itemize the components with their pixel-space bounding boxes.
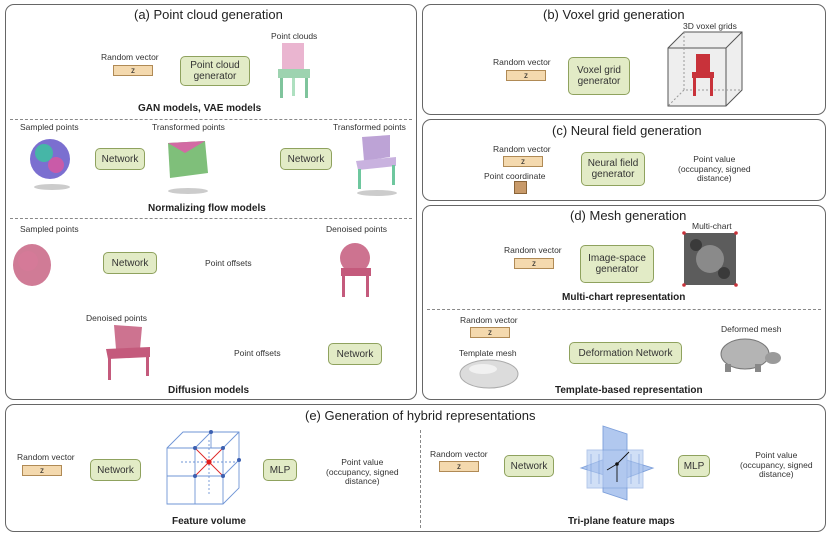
network-box: Network	[90, 459, 141, 481]
random-vector-label: Random vector	[493, 144, 551, 154]
sampled-points-blob-icon	[30, 139, 70, 190]
divider	[10, 218, 412, 219]
network-box: Network	[103, 252, 157, 274]
z-vector: z	[514, 258, 554, 269]
point-coordinate-swatch	[514, 181, 527, 194]
panel-a-title: (a) Point cloud generation	[134, 7, 283, 22]
z-vector: z	[506, 70, 546, 81]
point-value-label: Point value (occupancy, signed distance)	[740, 450, 813, 479]
multichart-caption: Multi-chart representation	[562, 292, 686, 303]
chair-flow-icon	[356, 135, 397, 196]
feature-volume-caption: Feature volume	[172, 516, 246, 527]
network-box: Network	[95, 148, 145, 170]
sampled-points-label: Sampled points	[20, 224, 79, 234]
partially-denoised-chair-icon	[340, 243, 371, 297]
triplane-feature-maps-icon	[579, 425, 655, 501]
voxel-grids-label: 3D voxel grids	[683, 21, 737, 31]
point-offsets-label: Point offsets	[232, 348, 283, 358]
z-vector: z	[113, 65, 153, 76]
random-vector-label: Random vector	[460, 315, 518, 325]
z-vector: z	[439, 461, 479, 472]
point-value-label: Point value (occupancy, signed distance)	[678, 154, 751, 183]
mlp-box: MLP	[678, 455, 710, 477]
triplane-caption: Tri-plane feature maps	[568, 516, 675, 527]
z-vector: z	[503, 156, 543, 167]
point-offsets-label: Point offsets	[203, 258, 254, 268]
voxel-cube-icon	[667, 31, 743, 107]
neural-field-generator-box: Neural field generator	[581, 152, 645, 186]
panel-point-cloud	[5, 4, 417, 400]
denoised-points-label: Denoised points	[86, 313, 147, 323]
point-clouds-label: Point clouds	[271, 31, 318, 41]
image-space-generator-box: Image-space generator	[580, 245, 654, 283]
denoised-points-label: Denoised points	[326, 224, 387, 234]
random-vector-label: Random vector	[430, 449, 488, 459]
network-box: Network	[280, 148, 332, 170]
transformed-points-label: Transformed points	[152, 122, 225, 132]
noise-points-icon	[13, 244, 51, 286]
gan-caption: GAN models, VAE models	[138, 103, 262, 114]
multi-chart-label: Multi-chart	[692, 221, 732, 231]
deformation-network-box: Deformation Network	[569, 342, 682, 364]
template-mesh-label: Template mesh	[459, 348, 517, 358]
turtle-mesh-icon	[720, 338, 781, 372]
divider	[10, 119, 412, 120]
flow-caption: Normalizing flow models	[148, 203, 266, 214]
diffusion-caption: Diffusion models	[168, 385, 250, 396]
transformed-points-blob-icon	[168, 141, 208, 194]
multi-chart-image-icon	[682, 231, 738, 287]
point-coordinate-label: Point coordinate	[484, 171, 546, 181]
template-sphere-mesh-icon	[459, 359, 519, 389]
point-cloud-generator-box: Point cloud generator	[180, 56, 250, 86]
panel-b-title: (b) Voxel grid generation	[543, 7, 685, 22]
random-vector-label: Random vector	[493, 57, 551, 67]
denoised-chair-icon	[106, 325, 150, 380]
panel-c-title: (c) Neural field generation	[552, 123, 702, 138]
panel-e-title: (e) Generation of hybrid representations	[305, 408, 536, 423]
divider	[427, 309, 821, 310]
sampled-points-label: Sampled points	[20, 122, 79, 132]
random-vector-label: Random vector	[504, 245, 562, 255]
voxel-grid-generator-box: Voxel grid generator	[568, 57, 630, 95]
feature-volume-grid-icon	[166, 430, 241, 505]
mlp-box: MLP	[263, 459, 297, 481]
network-box: Network	[504, 455, 554, 477]
random-vector-label: Random vector	[101, 52, 159, 62]
divider	[420, 430, 421, 528]
random-vector-label: Random vector	[17, 452, 75, 462]
z-vector: z	[22, 465, 62, 476]
z-vector: z	[470, 327, 510, 338]
chair-pointcloud-icon	[278, 43, 310, 98]
panel-d-title: (d) Mesh generation	[570, 208, 687, 223]
template-caption: Template-based representation	[555, 385, 703, 396]
network-box: Network	[328, 343, 382, 365]
point-value-label: Point value (occupancy, signed distance)	[326, 457, 399, 486]
transformed-points-label: Transformed points	[333, 122, 406, 132]
deformed-mesh-label: Deformed mesh	[721, 324, 782, 334]
